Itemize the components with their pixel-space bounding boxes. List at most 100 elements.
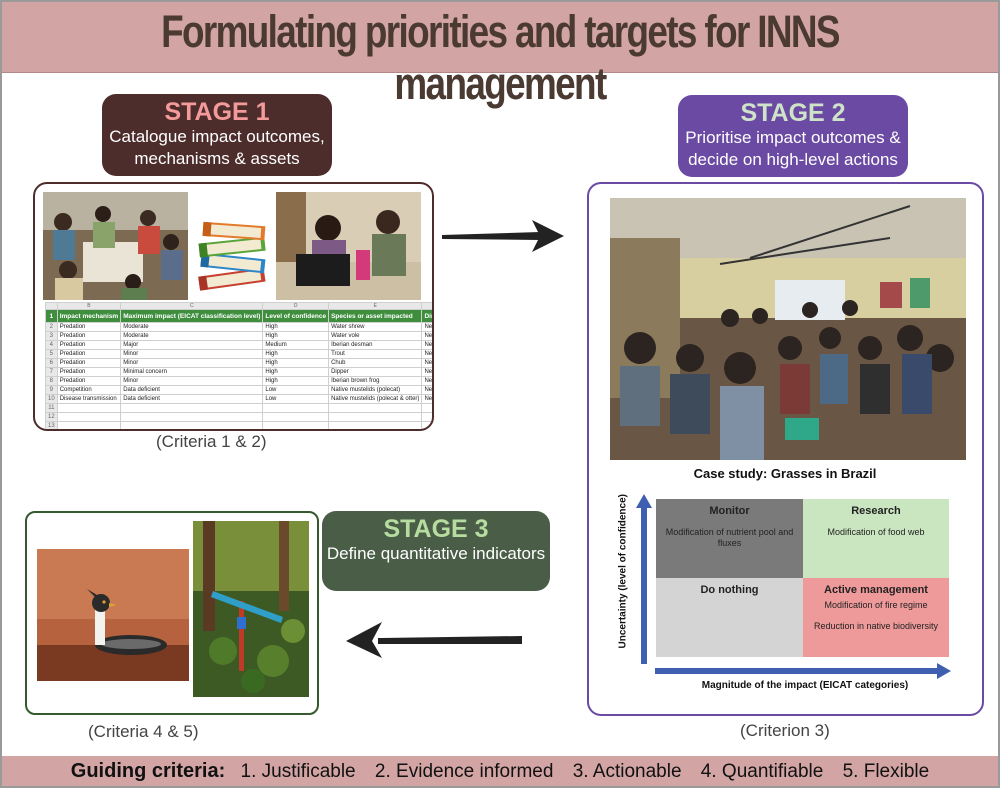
sheet-row-number: 13 bbox=[45, 421, 58, 429]
bird-photo bbox=[37, 549, 189, 681]
y-axis-label: Uncertainty (level of confidence) bbox=[617, 494, 629, 649]
sheet-empty-row: 12 bbox=[45, 412, 432, 422]
sheet-column-letter: E bbox=[328, 302, 423, 310]
sheet-cell bbox=[56, 403, 122, 413]
sheet-cell: High bbox=[262, 376, 330, 386]
page-title: Formulating priorities and targets for I… bbox=[161, 6, 840, 109]
sheet-data-row: 6PredationMinorHighChubNegative bbox=[45, 358, 432, 368]
stage-2-box: STAGE 2 Prioritise impact outcomes & dec… bbox=[678, 95, 908, 177]
sheet-cell: Low bbox=[262, 385, 330, 395]
sheet-row-number: 8 bbox=[45, 376, 58, 386]
sheet-cell bbox=[328, 412, 423, 422]
sheet-cell: Disease transmission bbox=[56, 394, 122, 404]
sheet-cell: Predation bbox=[56, 322, 122, 332]
sheet-cell: High bbox=[262, 349, 330, 359]
sheet-cell: Negative bbox=[421, 331, 432, 341]
forest-photo bbox=[193, 521, 309, 697]
books-icon bbox=[193, 210, 273, 296]
sheet-cell bbox=[120, 412, 264, 422]
quadrant-active-item-2: Reduction in native biodiversity bbox=[813, 621, 939, 631]
criterion-5: 5. Flexible bbox=[842, 761, 930, 782]
title-band: Formulating priorities and targets for I… bbox=[2, 2, 998, 109]
sheet-header-cell: Species or asset impacted bbox=[328, 309, 423, 323]
stage-2-label: STAGE 2 bbox=[740, 99, 846, 127]
sheet-cell bbox=[120, 403, 264, 413]
criterion-4: 4. Quantifiable bbox=[700, 761, 824, 782]
sheet-cell: Iberian desman bbox=[328, 340, 423, 350]
sheet-cell: Predation bbox=[56, 349, 122, 359]
sheet-row-number: 11 bbox=[45, 403, 58, 413]
quadrant-monitor-item: Modification of nutrient pool and fluxes bbox=[665, 527, 794, 548]
sheet-cell: Data deficient bbox=[120, 385, 264, 395]
sheet-row-number: 10 bbox=[45, 394, 58, 404]
quadrant-do-nothing-title: Do nothing bbox=[700, 584, 759, 596]
sheet-cell: Competition bbox=[56, 385, 122, 395]
sheet-cell: Predation bbox=[56, 340, 122, 350]
sheet-cell bbox=[56, 421, 122, 429]
case-study-title: Case study: Grasses in Brazil bbox=[693, 466, 877, 481]
sheet-row-number: 3 bbox=[45, 331, 58, 341]
quadrant-active-title: Active management bbox=[824, 584, 928, 596]
sheet-row-number: 6 bbox=[45, 358, 58, 368]
x-axis-label: Magnitude of the impact (EICAT categorie… bbox=[701, 680, 909, 691]
sheet-cell: Negative bbox=[421, 349, 432, 359]
sheet-cell bbox=[262, 421, 330, 429]
sheet-cell: High bbox=[262, 322, 330, 332]
sheet-cell bbox=[262, 403, 330, 413]
x-axis-arrow bbox=[655, 663, 951, 679]
stage-3-description: Define quantitative indicators bbox=[326, 544, 546, 563]
sheet-row-number: 7 bbox=[45, 367, 58, 377]
sheet-cell bbox=[328, 403, 423, 413]
stage-3-criteria: (Criteria 4 & 5) bbox=[88, 722, 199, 741]
quadrant-research-item: Modification of food web bbox=[827, 527, 925, 537]
sheet-cell: Low bbox=[262, 394, 330, 404]
workshop-photo-2 bbox=[276, 192, 421, 300]
sheet-cell bbox=[421, 412, 432, 422]
guiding-criteria: Guiding criteria: 1. Justificable 2. Evi… bbox=[2, 760, 998, 783]
sheet-cell: Predation bbox=[56, 367, 122, 377]
sheet-row-number: 5 bbox=[45, 349, 58, 359]
sheet-data-row: 5PredationMinorHighTroutNegative bbox=[45, 349, 432, 359]
sheet-row-number: 2 bbox=[45, 322, 58, 332]
sheet-cell: Minimal concern bbox=[120, 367, 264, 377]
sheet-header-cell: Maximum impact (EICAT classification lev… bbox=[120, 309, 264, 323]
sheet-cell: Negative bbox=[421, 322, 432, 332]
sheet-cell bbox=[421, 403, 432, 413]
sheet-cell: Iberian brown frog bbox=[328, 376, 423, 386]
criterion-2: 2. Evidence informed bbox=[374, 761, 554, 782]
sheet-cell: Dipper bbox=[328, 367, 423, 377]
sheet-cell: Negative bbox=[421, 367, 432, 377]
sheet-cell: Minor bbox=[120, 376, 264, 386]
sheet-empty-row: 11 bbox=[45, 403, 432, 413]
sheet-column-letter: B bbox=[56, 302, 122, 310]
arrow-left-icon bbox=[346, 622, 522, 658]
criterion-1: 1. Justificable bbox=[240, 761, 356, 782]
sheet-cell: Predation bbox=[56, 331, 122, 341]
sheet-cell: High bbox=[262, 367, 330, 377]
sheet-column-letter: D bbox=[262, 302, 330, 310]
quadrant-research: Research Modification of food web bbox=[803, 499, 949, 578]
guiding-criteria-band: Guiding criteria: 1. Justificable 2. Evi… bbox=[2, 756, 998, 786]
sheet-header-cell: Level of confidence bbox=[262, 309, 330, 323]
sheet-cell: Negative bbox=[421, 385, 432, 395]
sheet-cell: Native mustelids (polecat & otter) bbox=[328, 394, 423, 404]
sheet-cell: Major bbox=[120, 340, 264, 350]
guiding-criteria-label: Guiding criteria: bbox=[70, 760, 226, 782]
sheet-cell bbox=[120, 421, 264, 429]
sheet-cell: Predation bbox=[56, 358, 122, 368]
sheet-cell: Negative bbox=[421, 376, 432, 386]
stage-3-box: STAGE 3 Define quantitative indicators bbox=[322, 511, 550, 591]
sheet-cell: Moderate bbox=[120, 322, 264, 332]
sheet-cell: Water vole bbox=[328, 331, 423, 341]
stage-2-description: Prioritise impact outcomes & decide on h… bbox=[685, 128, 901, 169]
sheet-row-number: 12 bbox=[45, 412, 58, 422]
sheet-cell bbox=[56, 412, 122, 422]
